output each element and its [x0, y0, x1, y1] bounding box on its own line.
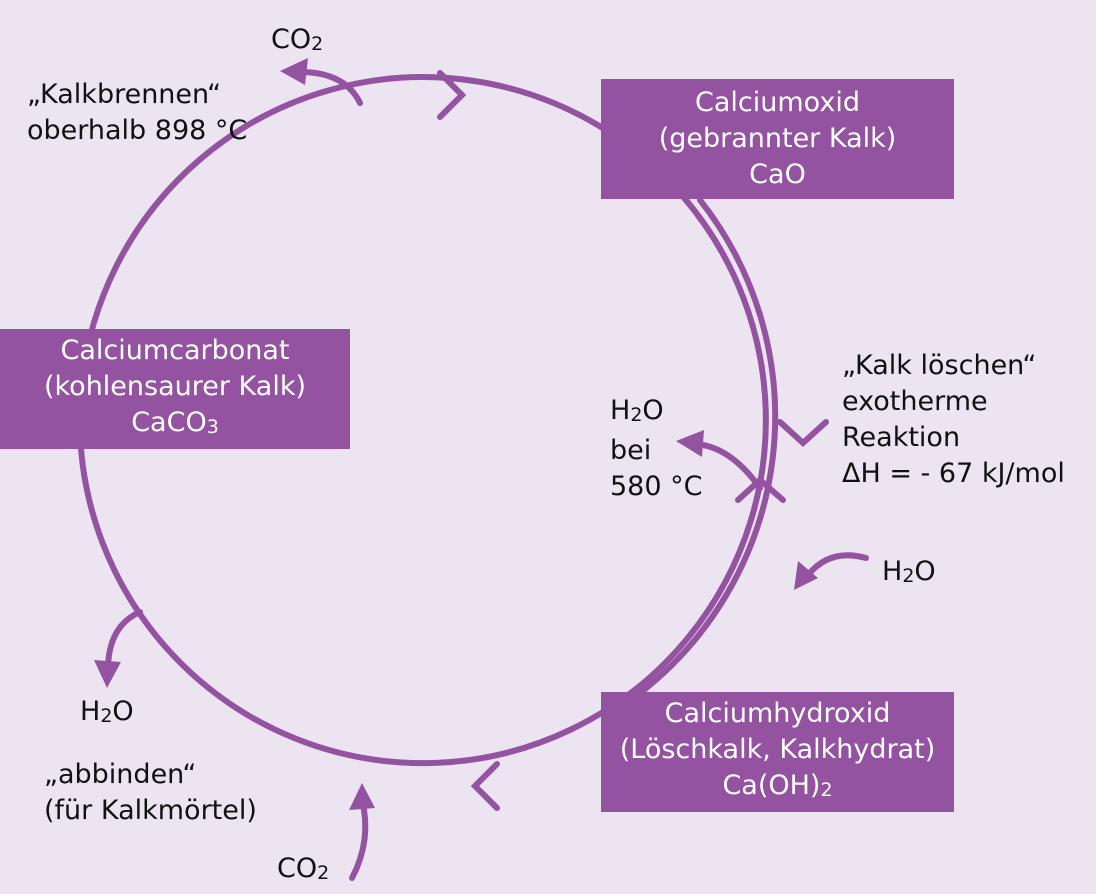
box-calciumhydroxid-formula: Ca(OH)2: [722, 770, 833, 801]
arrowhead-h2o-left-icon: [94, 660, 121, 688]
box-calciumcarbonat: Calciumcarbonat (kohlensaurer Kalk) CaCO…: [0, 329, 350, 449]
arrowhead-co2-bottom-icon: [349, 783, 375, 810]
label-h2o-left: H2O: [80, 696, 134, 727]
h2o-release-inner-arrow: [692, 441, 763, 491]
box-calciumhydroxid: Calciumhydroxid (Löschkalk, Kalkhydrat) …: [601, 692, 954, 812]
label-kalk-loeschen: „Kalk löschen“ exotherme Reaktion ΔH = -…: [842, 350, 1065, 489]
label-co2-top: CO2: [271, 24, 324, 55]
arrowhead-h2o-right-icon: [794, 561, 818, 590]
box-calciumcarbonat-formula: CaCO3: [131, 407, 219, 438]
label-h2o-right: H2O: [882, 556, 936, 587]
arrowhead-h2o-inner-icon: [676, 430, 704, 457]
box-calciumhydroxid-name: Calciumhydroxid: [664, 698, 891, 729]
arrowhead-co2-top-icon: [280, 58, 308, 85]
label-kalkbrennen: „Kalkbrennen“ oberhalb 898 °C: [27, 79, 248, 146]
co2-release-top-arrow: [297, 69, 363, 106]
box-calciumcarbonat-common: (kohlensaurer Kalk): [43, 371, 307, 402]
label-abbinden: „abbinden“ (für Kalkmörtel): [44, 759, 257, 826]
box-calciumoxid: Calciumoxid (gebrannter Kalk) CaO: [601, 79, 954, 199]
box-calciumoxid-name: Calciumoxid: [695, 87, 860, 118]
box-calciumcarbonat-name: Calciumcarbonat: [60, 335, 290, 366]
cycle-outer-arc: [637, 197, 779, 696]
h2o-release-left-arrow: [105, 609, 143, 668]
chevron-right-icon: [777, 419, 829, 448]
box-calciumoxid-common: (gebrannter Kalk): [658, 123, 897, 154]
cycle-main-arc: [76, 74, 769, 767]
h2o-input-right-arrow: [805, 552, 869, 578]
label-h2o-580: H2O bei 580 °C: [610, 395, 703, 502]
box-calciumhydroxid-common: (Löschkalk, Kalkhydrat): [619, 734, 936, 765]
co2-input-bottom-arrow: [349, 797, 369, 881]
label-co2-bottom: CO2: [277, 853, 330, 884]
box-calciumoxid-formula: CaO: [749, 159, 806, 190]
chevron-top-icon: [437, 70, 467, 120]
chevron-bottom-icon: [470, 761, 500, 811]
chevron-inner-icon: [735, 475, 786, 503]
